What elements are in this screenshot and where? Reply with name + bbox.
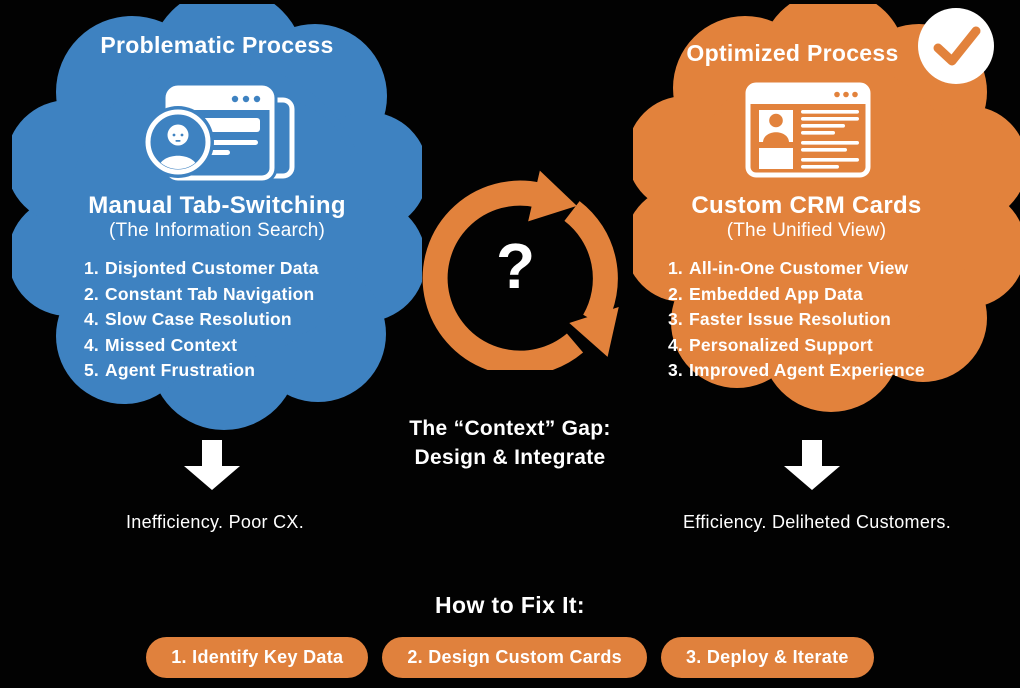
list-item: 3. Improved Agent Experience	[668, 358, 925, 384]
item-number: 4.	[84, 334, 99, 355]
cycle-arrows-icon	[408, 165, 623, 376]
list-item: 2. Embedded App Data	[668, 282, 925, 308]
item-text: Agent Frustration	[105, 360, 256, 380]
optimized-process-cloud: Optimized Process	[633, 4, 1020, 424]
right-cloud-heading: Custom CRM Cards	[691, 192, 922, 219]
right-outcome-label: Efficiency. Deliheted Customers.	[682, 512, 952, 532]
item-text: Constant Tab Navigation	[105, 283, 315, 304]
step-pill-design-custom-cards[interactable]: 2. Design Custom Cards	[382, 637, 647, 678]
list-item: 4. Personalized Support	[668, 333, 925, 359]
item-number: 2.	[668, 283, 683, 304]
left-outcome-label: Inefficiency. Poor CX.	[125, 512, 305, 532]
item-text: Disjonted Customer Data	[105, 258, 319, 278]
left-cloud-list: 1. Disjonted Customer Data 2. Constant Tab…	[84, 256, 319, 384]
right-cloud-list: 1. All-in-One Customer View 2. Embedded Ap…	[668, 256, 925, 384]
context-gap-label: The “Context” Gap: Design & Integrate	[0, 414, 1020, 472]
list-item: 4. Missed Context	[84, 333, 319, 359]
list-item: 1. All-in-One Customer View	[668, 256, 925, 282]
right-cloud-subheading: (The Unified View)	[726, 220, 887, 241]
fix-steps-row: 1. Identify Key Data 2. Design Custom Ca…	[0, 637, 1020, 678]
item-text: Slow Case Resolution	[105, 309, 292, 329]
item-text: All-in-One Customer View	[689, 258, 909, 278]
left-cloud-title: Problematic Process	[100, 32, 334, 58]
item-number: 4.	[668, 334, 683, 355]
problematic-process-cloud: Problematic Process	[12, 4, 422, 434]
down-arrow-icon	[784, 440, 840, 495]
crm-card-browser-icon	[745, 82, 871, 178]
item-text: Faster Issue Resolution	[689, 309, 892, 329]
item-text: Personalized Support	[689, 334, 873, 355]
how-to-fix-heading: How to Fix It:	[435, 592, 585, 618]
item-number: 2.	[84, 283, 99, 304]
list-item: 4. Slow Case Resolution	[84, 307, 319, 333]
item-text: Embedded App Data	[689, 283, 863, 304]
step-pill-identify-key-data[interactable]: 1. Identify Key Data	[146, 637, 369, 678]
checkmark-icon	[918, 8, 994, 84]
item-number: 3.	[668, 360, 683, 380]
item-number: 1.	[84, 258, 99, 278]
item-number: 3.	[668, 309, 683, 329]
left-cloud-subheading: (The Information Search)	[109, 220, 325, 241]
list-item: 5. Agent Frustration	[84, 358, 319, 384]
browser-tabs-person-icon	[132, 78, 302, 188]
right-cloud-title: Optimized Process	[686, 40, 899, 66]
list-item: 1. Disjonted Customer Data	[84, 256, 319, 282]
step-pill-deploy-iterate[interactable]: 3. Deploy & Iterate	[660, 637, 874, 678]
down-arrow-icon	[184, 440, 240, 495]
question-mark: ?	[495, 229, 536, 302]
item-number: 5.	[84, 360, 99, 380]
item-number: 4.	[84, 309, 99, 329]
left-cloud-heading: Manual Tab-Switching	[88, 192, 346, 219]
item-text: Improved Agent Experience	[689, 360, 925, 380]
gap-line-1: The “Context” Gap:	[409, 417, 611, 440]
list-item: 2. Constant Tab Navigation	[84, 282, 319, 308]
item-text: Missed Context	[105, 334, 238, 355]
item-number: 1.	[668, 258, 683, 278]
gap-line-2: Design & Integrate	[414, 446, 606, 469]
list-item: 3. Faster Issue Resolution	[668, 307, 925, 333]
